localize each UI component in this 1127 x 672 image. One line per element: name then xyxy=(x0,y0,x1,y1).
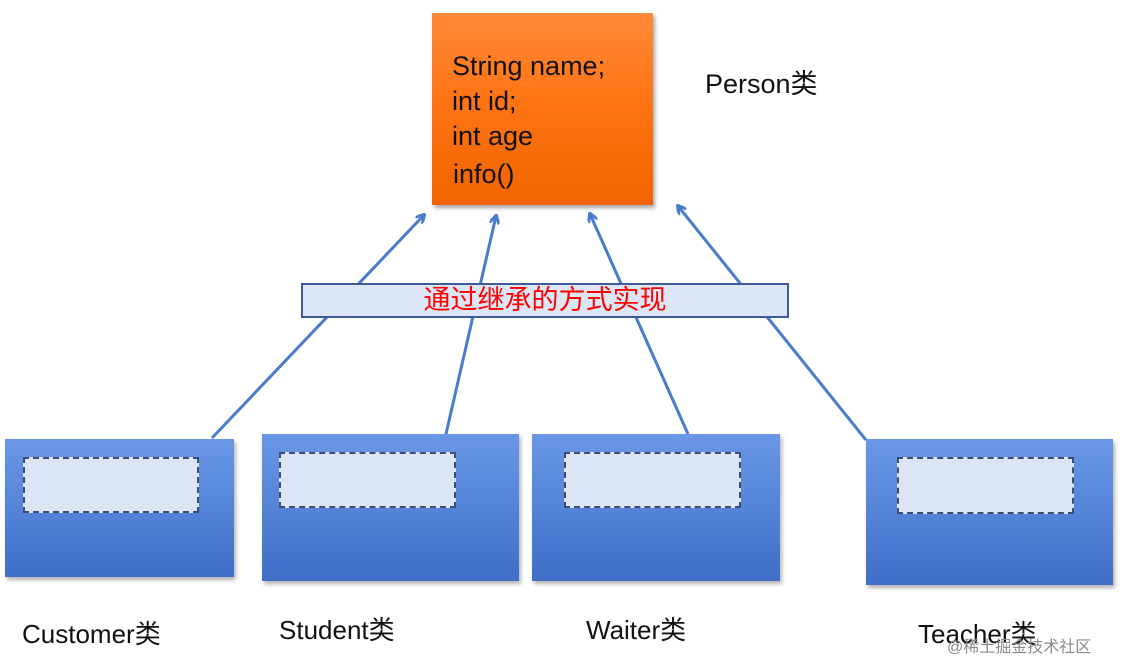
arrow-student-to-person xyxy=(444,216,496,435)
waiter-class-label: Waiter类 xyxy=(586,615,687,645)
watermark: @稀土掘金技术社区 xyxy=(947,639,1092,656)
customer-field-placeholder xyxy=(23,457,199,513)
member-name: String name; xyxy=(452,51,606,81)
teacher-class-box xyxy=(866,439,1113,585)
waiter-class-box xyxy=(532,434,780,581)
arrow-customer-to-person xyxy=(210,215,424,440)
customer-class-label: Customer类 xyxy=(22,619,161,649)
waiter-field-placeholder xyxy=(564,452,741,508)
member-age: int age xyxy=(452,121,534,151)
teacher-class-label: Teacher类 xyxy=(918,619,1037,649)
student-class-label: Student类 xyxy=(279,615,395,645)
arrow-waiter-to-person xyxy=(590,214,690,435)
teacher-field-placeholder xyxy=(897,457,1074,514)
student-class-box xyxy=(262,434,519,581)
customer-class-box xyxy=(5,439,234,577)
inheritance-banner: 通过继承的方式实现 xyxy=(301,283,789,318)
member-info-method: info() xyxy=(453,159,515,189)
student-field-placeholder xyxy=(279,452,456,508)
person-class-box: String name; int id; int age info() xyxy=(432,13,653,205)
member-id: int id; xyxy=(452,86,517,116)
arrow-teacher-to-person xyxy=(678,206,868,441)
person-class-label: Person类 xyxy=(705,69,818,99)
